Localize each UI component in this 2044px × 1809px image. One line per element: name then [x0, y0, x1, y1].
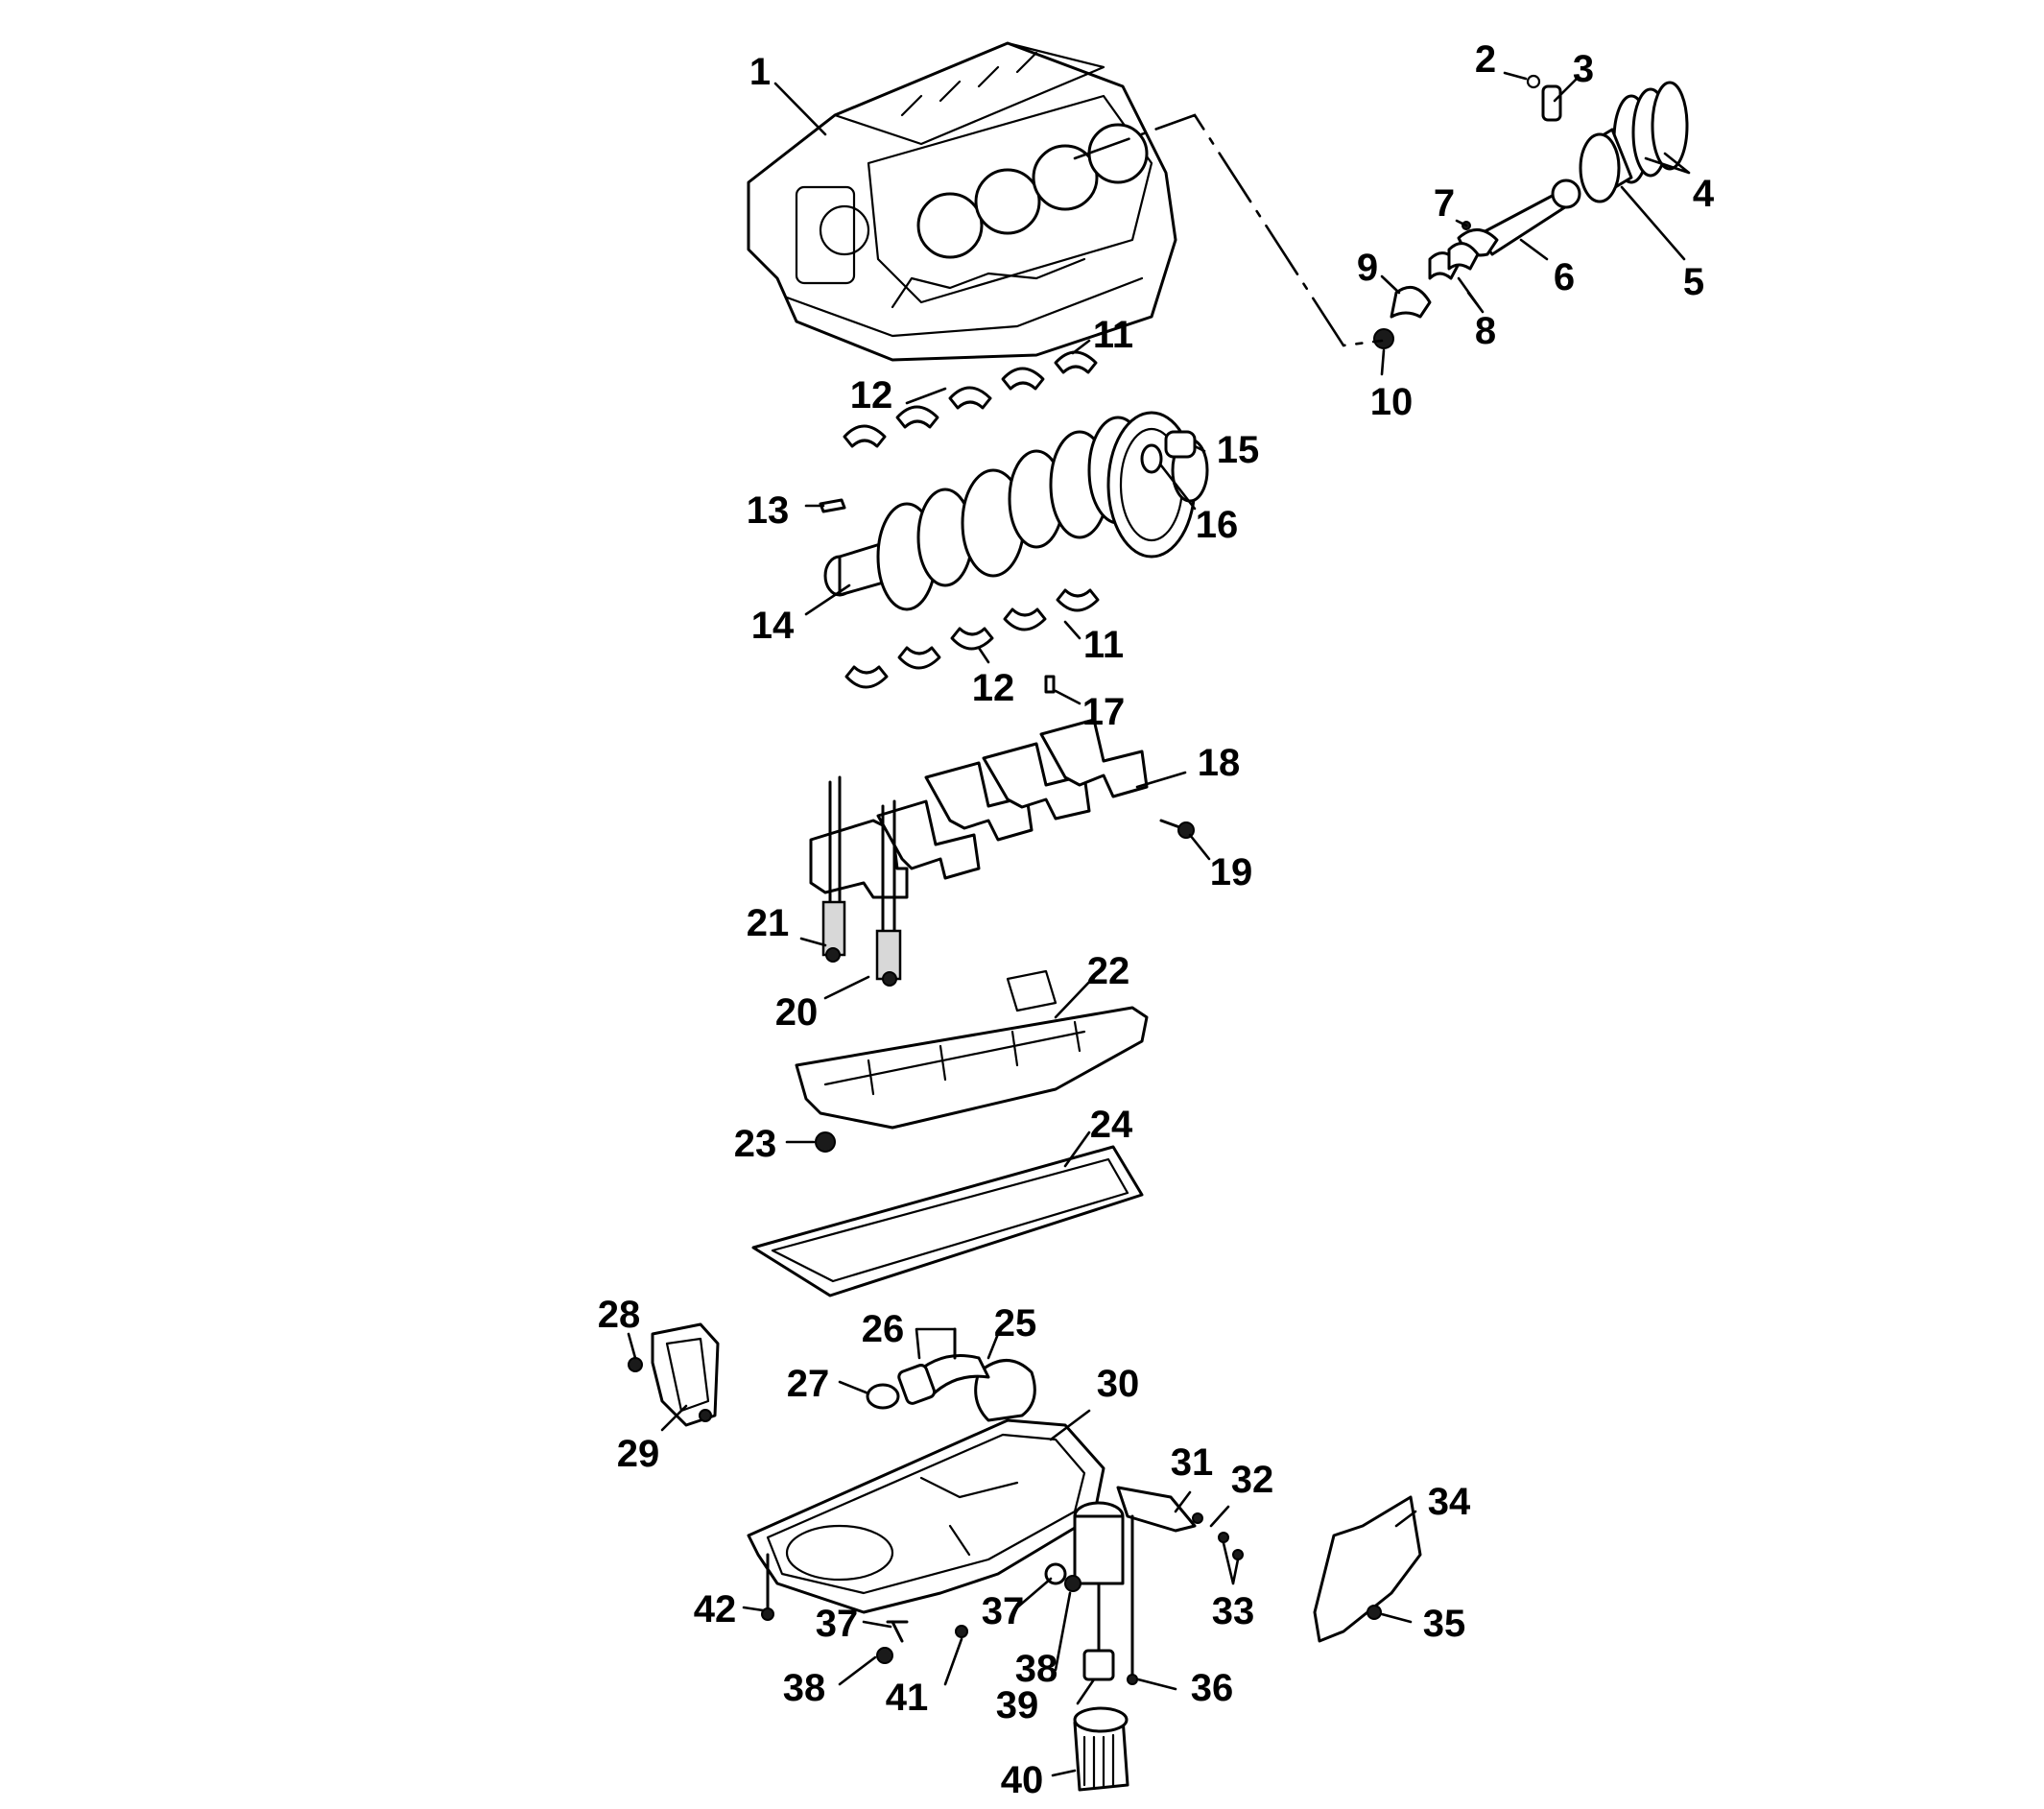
callout-12-upper: 12	[850, 374, 893, 417]
callout-38-right: 38	[1015, 1648, 1058, 1690]
callout-11-upper: 11	[1093, 314, 1133, 356]
front-cover	[628, 1322, 720, 1427]
callout-17: 17	[1082, 691, 1126, 733]
callout-12-lower: 12	[972, 667, 1015, 709]
callout-35: 35	[1423, 1603, 1466, 1645]
callout-38-left: 38	[783, 1667, 826, 1709]
callout-8: 8	[1475, 310, 1496, 352]
callout-11-lower: 11	[1083, 624, 1124, 666]
callout-40: 40	[1001, 1759, 1044, 1801]
callout-5: 5	[1683, 261, 1704, 303]
callout-19: 19	[1210, 851, 1253, 893]
callout-13: 13	[747, 489, 790, 532]
callout-15: 15	[1217, 429, 1260, 471]
callout-4: 4	[1693, 173, 1715, 215]
leader-lines	[627, 71, 1691, 1777]
callout-29: 29	[617, 1433, 660, 1475]
shield	[1313, 1495, 1422, 1643]
callout-42: 42	[694, 1588, 737, 1630]
callout-32: 32	[1231, 1459, 1274, 1501]
callout-36: 36	[1191, 1667, 1234, 1709]
oil-pan	[747, 1418, 1244, 1685]
callout-16: 16	[1196, 504, 1239, 546]
callout-34: 34	[1428, 1481, 1471, 1523]
upper-bearings	[843, 350, 1098, 448]
main-bearing-caps	[809, 718, 1195, 987]
callout-6: 6	[1554, 256, 1575, 298]
callout-7: 7	[1434, 182, 1455, 225]
engine-block	[747, 41, 1177, 362]
crankshaft	[819, 411, 1209, 611]
callout-1: 1	[749, 51, 771, 93]
callout-3: 3	[1573, 48, 1594, 90]
callout-33: 33	[1212, 1590, 1255, 1632]
callout-20: 20	[775, 991, 819, 1034]
callout-25: 25	[994, 1302, 1037, 1345]
callout-39: 39	[996, 1684, 1039, 1726]
nut-23	[815, 1131, 836, 1153]
callout-30: 30	[1097, 1363, 1140, 1405]
callout-22: 22	[1087, 950, 1130, 992]
callout-14: 14	[751, 605, 795, 647]
callout-23: 23	[734, 1123, 777, 1165]
alignment-line	[1073, 113, 1384, 347]
callout-24: 24	[1090, 1104, 1133, 1146]
callout-9: 9	[1357, 247, 1378, 289]
callout-2: 2	[1475, 38, 1496, 81]
callout-27: 27	[787, 1363, 830, 1405]
callout-18: 18	[1198, 742, 1241, 784]
callout-37-right: 37	[982, 1590, 1025, 1632]
oil-deflector	[795, 969, 1149, 1130]
callout-31: 31	[1171, 1441, 1214, 1484]
callout-41: 41	[886, 1677, 929, 1719]
callout-28: 28	[598, 1294, 641, 1336]
lower-bearings	[844, 588, 1100, 694]
callout-labels: 1 2 3 4 5 6 7 8 9 10 11 12 13 14 15 16 1…	[598, 38, 1715, 1801]
callout-37-left: 37	[816, 1603, 859, 1645]
oil-pump-pickup	[866, 1327, 1036, 1422]
callout-21: 21	[747, 902, 790, 944]
oil-pan-gasket	[751, 1145, 1144, 1297]
oil-filter	[1073, 1649, 1129, 1792]
callout-10: 10	[1370, 381, 1414, 423]
piston-assembly	[1373, 74, 1689, 349]
callout-26: 26	[862, 1308, 905, 1350]
